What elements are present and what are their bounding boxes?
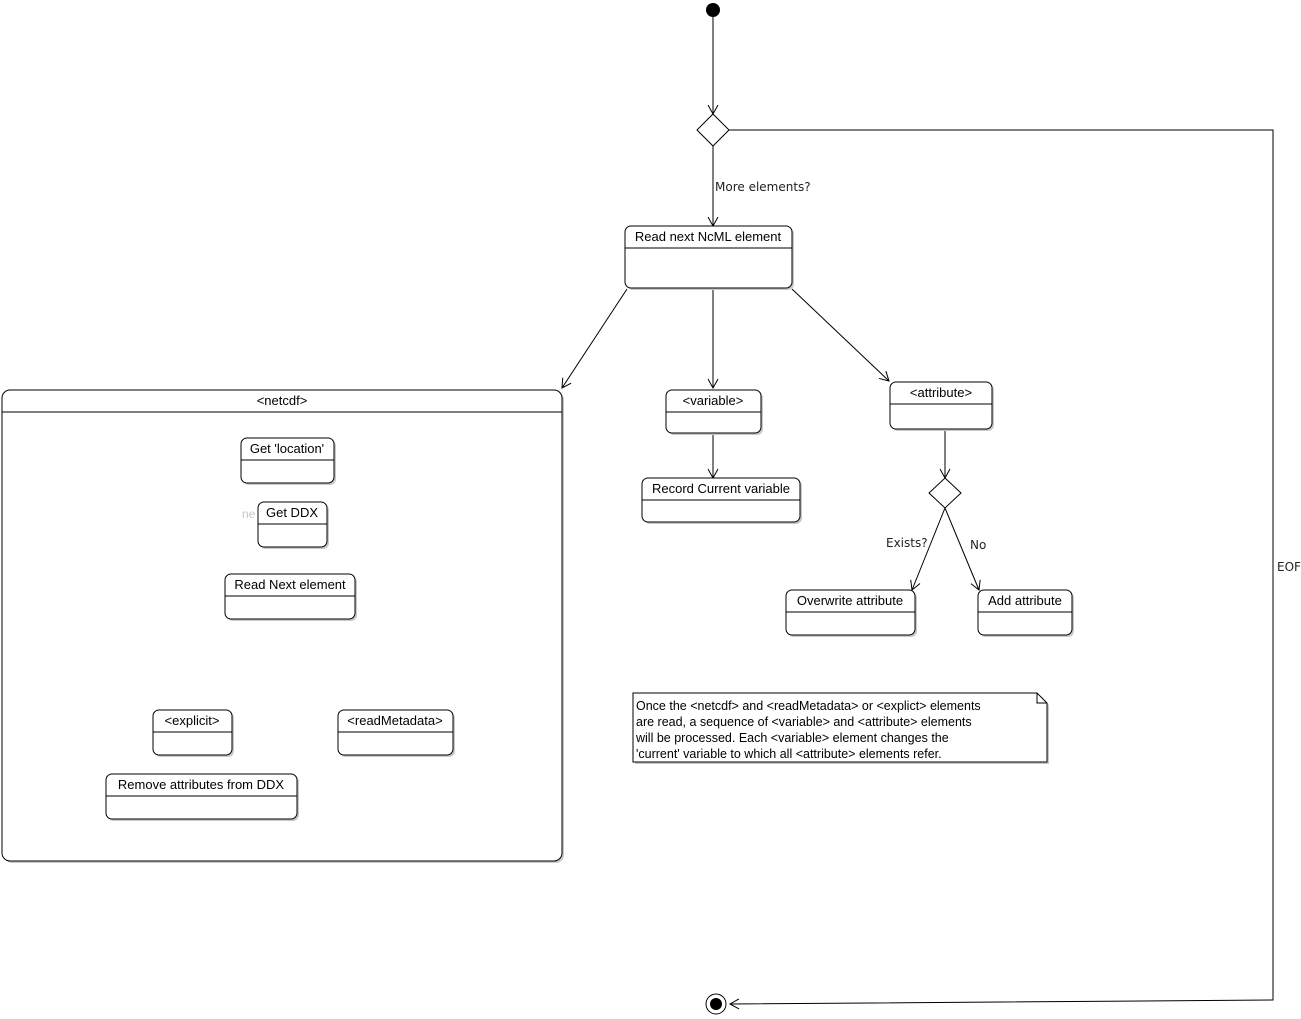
remove-attributes-node: Remove attributes from DDX — [105, 773, 299, 821]
edge-decision-to-add — [944, 507, 981, 591]
attribute-label: <attribute> — [910, 385, 972, 400]
overwrite-attribute-label: Overwrite attribute — [797, 593, 903, 608]
edge-read-ncml-to-attribute — [791, 288, 890, 382]
remove-attributes-label: Remove attributes from DDX — [118, 777, 284, 792]
edge-label-exists: Exists? — [886, 536, 928, 550]
variable-label: <variable> — [683, 393, 744, 408]
read-next-element-node: Read Next element — [224, 573, 357, 621]
explicit-label: <explicit> — [165, 713, 220, 728]
final-node — [705, 993, 727, 1015]
attribute-node: <attribute> — [889, 381, 994, 431]
note-line-3: will be processed. Each <variable> eleme… — [635, 731, 949, 745]
get-ddx-node: Get DDX — [257, 501, 329, 549]
explicit-node: <explicit> — [152, 709, 234, 757]
read-next-element-label: Read Next element — [234, 577, 346, 592]
exists-decision — [928, 477, 962, 509]
edge-label-more-elements: More elements? — [715, 180, 811, 194]
more-elements-decision — [696, 113, 730, 147]
record-current-variable-node: Record Current variable — [641, 477, 802, 524]
note-line-1: Once the <netcdf> and <readMetadata> or … — [636, 699, 981, 713]
overwrite-attribute-node: Overwrite attribute — [785, 589, 917, 637]
note-line-4: 'current' variable to which all <attribu… — [636, 747, 942, 761]
add-attribute-label: Add attribute — [988, 593, 1062, 608]
readmetadata-node: <readMetadata> — [337, 709, 455, 757]
note-line-2: are read, a sequence of <variable> and <… — [636, 715, 972, 729]
edge-decision-to-overwrite — [910, 507, 946, 591]
edge-eof-to-final — [728, 129, 1274, 1010]
record-current-variable-label: Record Current variable — [652, 481, 790, 496]
initial-node — [706, 3, 720, 17]
readmetadata-label: <readMetadata> — [347, 713, 442, 728]
get-location-label: Get 'location' — [250, 441, 324, 456]
edge-label-eof: EOF — [1277, 560, 1301, 574]
netcdf-label: <netcdf> — [257, 393, 308, 408]
read-next-ncml-label: Read next NcML element — [635, 229, 782, 244]
variable-node: <variable> — [665, 389, 763, 435]
note: Once the <netcdf> and <readMetadata> or … — [632, 692, 1049, 764]
edge-label-no: No — [970, 538, 986, 552]
edge-read-ncml-to-netcdf — [561, 288, 628, 389]
read-next-ncml-node: Read next NcML element — [624, 225, 794, 290]
get-location-node: Get 'location' — [240, 437, 336, 485]
add-attribute-node: Add attribute — [977, 589, 1074, 637]
get-ddx-label: Get DDX — [266, 505, 318, 520]
